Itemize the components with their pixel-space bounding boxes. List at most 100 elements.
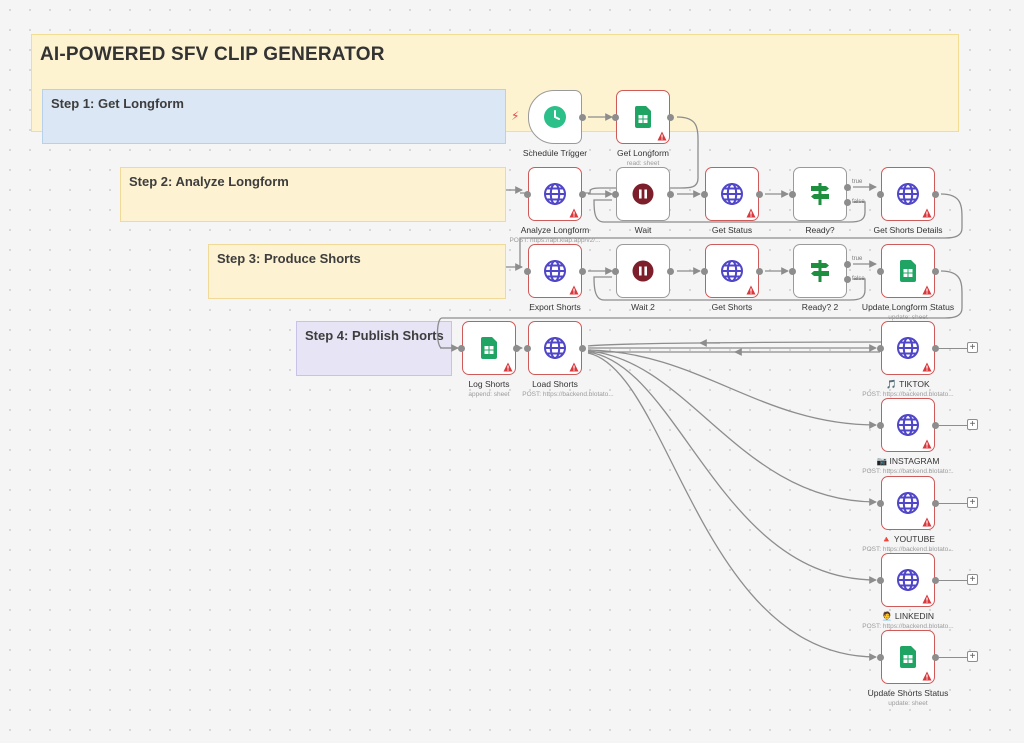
output-port-true[interactable] (844, 184, 851, 191)
node-export-shorts[interactable]: Export Shorts (524, 244, 586, 312)
output-port[interactable] (756, 191, 763, 198)
input-port[interactable] (877, 268, 884, 275)
node-label: 🧑‍💼 LINKEDIN (881, 611, 935, 621)
input-port[interactable] (612, 191, 619, 198)
step4-label: Step 4: Publish Shorts (305, 328, 444, 343)
warning-icon (922, 362, 932, 372)
globe-icon (721, 183, 743, 205)
node-ready[interactable]: Ready? (789, 167, 851, 235)
node-linkedin[interactable]: + 🧑‍💼 LINKEDIN POST: https://backend.blo… (862, 553, 978, 630)
node-ready-2[interactable]: Ready? 2 (789, 244, 851, 312)
node-analyze-longform[interactable]: Analyze Longform POST: https://api.klap.… (509, 167, 601, 244)
output-port[interactable] (756, 268, 763, 275)
input-port[interactable] (524, 345, 531, 352)
wire-getlongform-analyze (520, 116, 699, 194)
sticky-note-step4[interactable]: Step 4: Publish Shorts (296, 321, 452, 376)
node-subtitle: read: sheet (626, 160, 660, 167)
node-label: Wait (634, 225, 652, 235)
add-node-button[interactable]: + (967, 574, 978, 585)
wire-load-linkedin (587, 351, 877, 584)
output-port-false[interactable] (844, 276, 851, 283)
wire-updatelongform-logshorts (436, 270, 963, 349)
node-label: Update Shorts Status (867, 688, 949, 698)
output-port[interactable] (667, 268, 674, 275)
node-label: 🔺 YOUTUBE (881, 534, 935, 544)
output-port[interactable] (667, 191, 674, 198)
input-port[interactable] (612, 114, 619, 121)
node-subtitle: append: sheet (468, 391, 510, 398)
input-port[interactable] (789, 268, 796, 275)
node-tiktok[interactable]: + 🎵 TIKTOK POST: https://backend.blotato… (862, 321, 978, 398)
input-port[interactable] (877, 500, 884, 507)
wire-load-instagram (587, 349, 877, 429)
warning-icon (922, 208, 932, 218)
output-port[interactable] (932, 422, 939, 429)
warning-icon (922, 671, 932, 681)
globe-icon (897, 337, 919, 359)
node-subtitle: POST: https://backend.blotato... (862, 623, 954, 630)
node-get-shorts[interactable]: Get Shorts (701, 244, 763, 312)
add-node-button[interactable]: + (967, 342, 978, 353)
wire-load-updateshorts (587, 352, 877, 661)
node-subtitle: POST: https://backend.blotato... (862, 391, 954, 398)
node-log-shorts[interactable]: Log Shorts append: sheet (458, 321, 520, 398)
input-port[interactable] (877, 191, 884, 198)
node-label: Get Status (711, 225, 753, 235)
input-port[interactable] (877, 577, 884, 584)
sticky-note-step3[interactable]: Step 3: Produce Shorts (208, 244, 506, 299)
output-port[interactable] (932, 268, 939, 275)
node-load-shorts[interactable]: Load Shorts POST: https://backend.blotat… (522, 321, 614, 398)
step3-label: Step 3: Produce Shorts (217, 251, 361, 266)
node-get-longform[interactable]: Get Longform read: sheet (612, 90, 674, 167)
input-port[interactable] (877, 654, 884, 661)
node-wait[interactable]: Wait (612, 167, 674, 235)
output-port[interactable] (932, 345, 939, 352)
add-connector-line (939, 580, 967, 581)
output-port[interactable] (932, 654, 939, 661)
node-youtube[interactable]: + 🔺 YOUTUBE POST: https://backend.blotat… (862, 476, 978, 553)
node-label: 📷 INSTAGRAM (876, 456, 940, 466)
node-label: Get Shorts (711, 302, 753, 312)
input-port[interactable] (458, 345, 465, 352)
output-port-false[interactable] (844, 199, 851, 206)
sticky-note-step2[interactable]: Step 2: Analyze Longform (120, 167, 506, 222)
google-sheets-icon (900, 260, 916, 282)
add-node-button[interactable]: + (967, 497, 978, 508)
input-port[interactable] (524, 268, 531, 275)
output-port[interactable] (579, 191, 586, 198)
node-get-shorts-details[interactable]: Get Shorts Details (874, 167, 942, 235)
input-port[interactable] (877, 345, 884, 352)
input-port[interactable] (701, 268, 708, 275)
node-instagram[interactable]: + 📷 INSTAGRAM POST: https://backend.blot… (862, 398, 978, 475)
node-wait-2[interactable]: Wait 2 (612, 244, 674, 312)
add-node-button[interactable]: + (967, 419, 978, 430)
node-label: Export Shorts (529, 302, 581, 312)
output-port[interactable] (513, 345, 520, 352)
input-port[interactable] (524, 191, 531, 198)
input-port[interactable] (612, 268, 619, 275)
input-port[interactable] (789, 191, 796, 198)
wire-getdetails-export (519, 193, 963, 268)
node-label: Schedule Trigger (522, 148, 588, 158)
output-port[interactable] (579, 268, 586, 275)
sticky-note-step1[interactable]: Step 1: Get Longform (42, 89, 506, 144)
clock-icon (544, 106, 566, 128)
output-port[interactable] (932, 500, 939, 507)
input-port[interactable] (701, 191, 708, 198)
output-port[interactable] (932, 191, 939, 198)
add-node-button[interactable]: + (967, 651, 978, 662)
output-port[interactable] (579, 114, 586, 121)
output-port[interactable] (932, 577, 939, 584)
node-update-shorts-status[interactable]: + Update Shorts Status update: sheet (868, 630, 978, 707)
globe-icon (544, 183, 566, 205)
output-port-true[interactable] (844, 261, 851, 268)
output-port[interactable] (667, 114, 674, 121)
node-subtitle: POST: https://backend.blotato... (522, 391, 614, 398)
input-port[interactable] (877, 422, 884, 429)
node-get-status[interactable]: Get Status (701, 167, 763, 235)
signpost-icon (811, 183, 829, 205)
output-port[interactable] (579, 345, 586, 352)
node-update-longform-status[interactable]: Update Longform Status update: sheet (862, 244, 954, 321)
node-schedule-trigger[interactable]: ⚡ Schedule Trigger (511, 90, 587, 158)
